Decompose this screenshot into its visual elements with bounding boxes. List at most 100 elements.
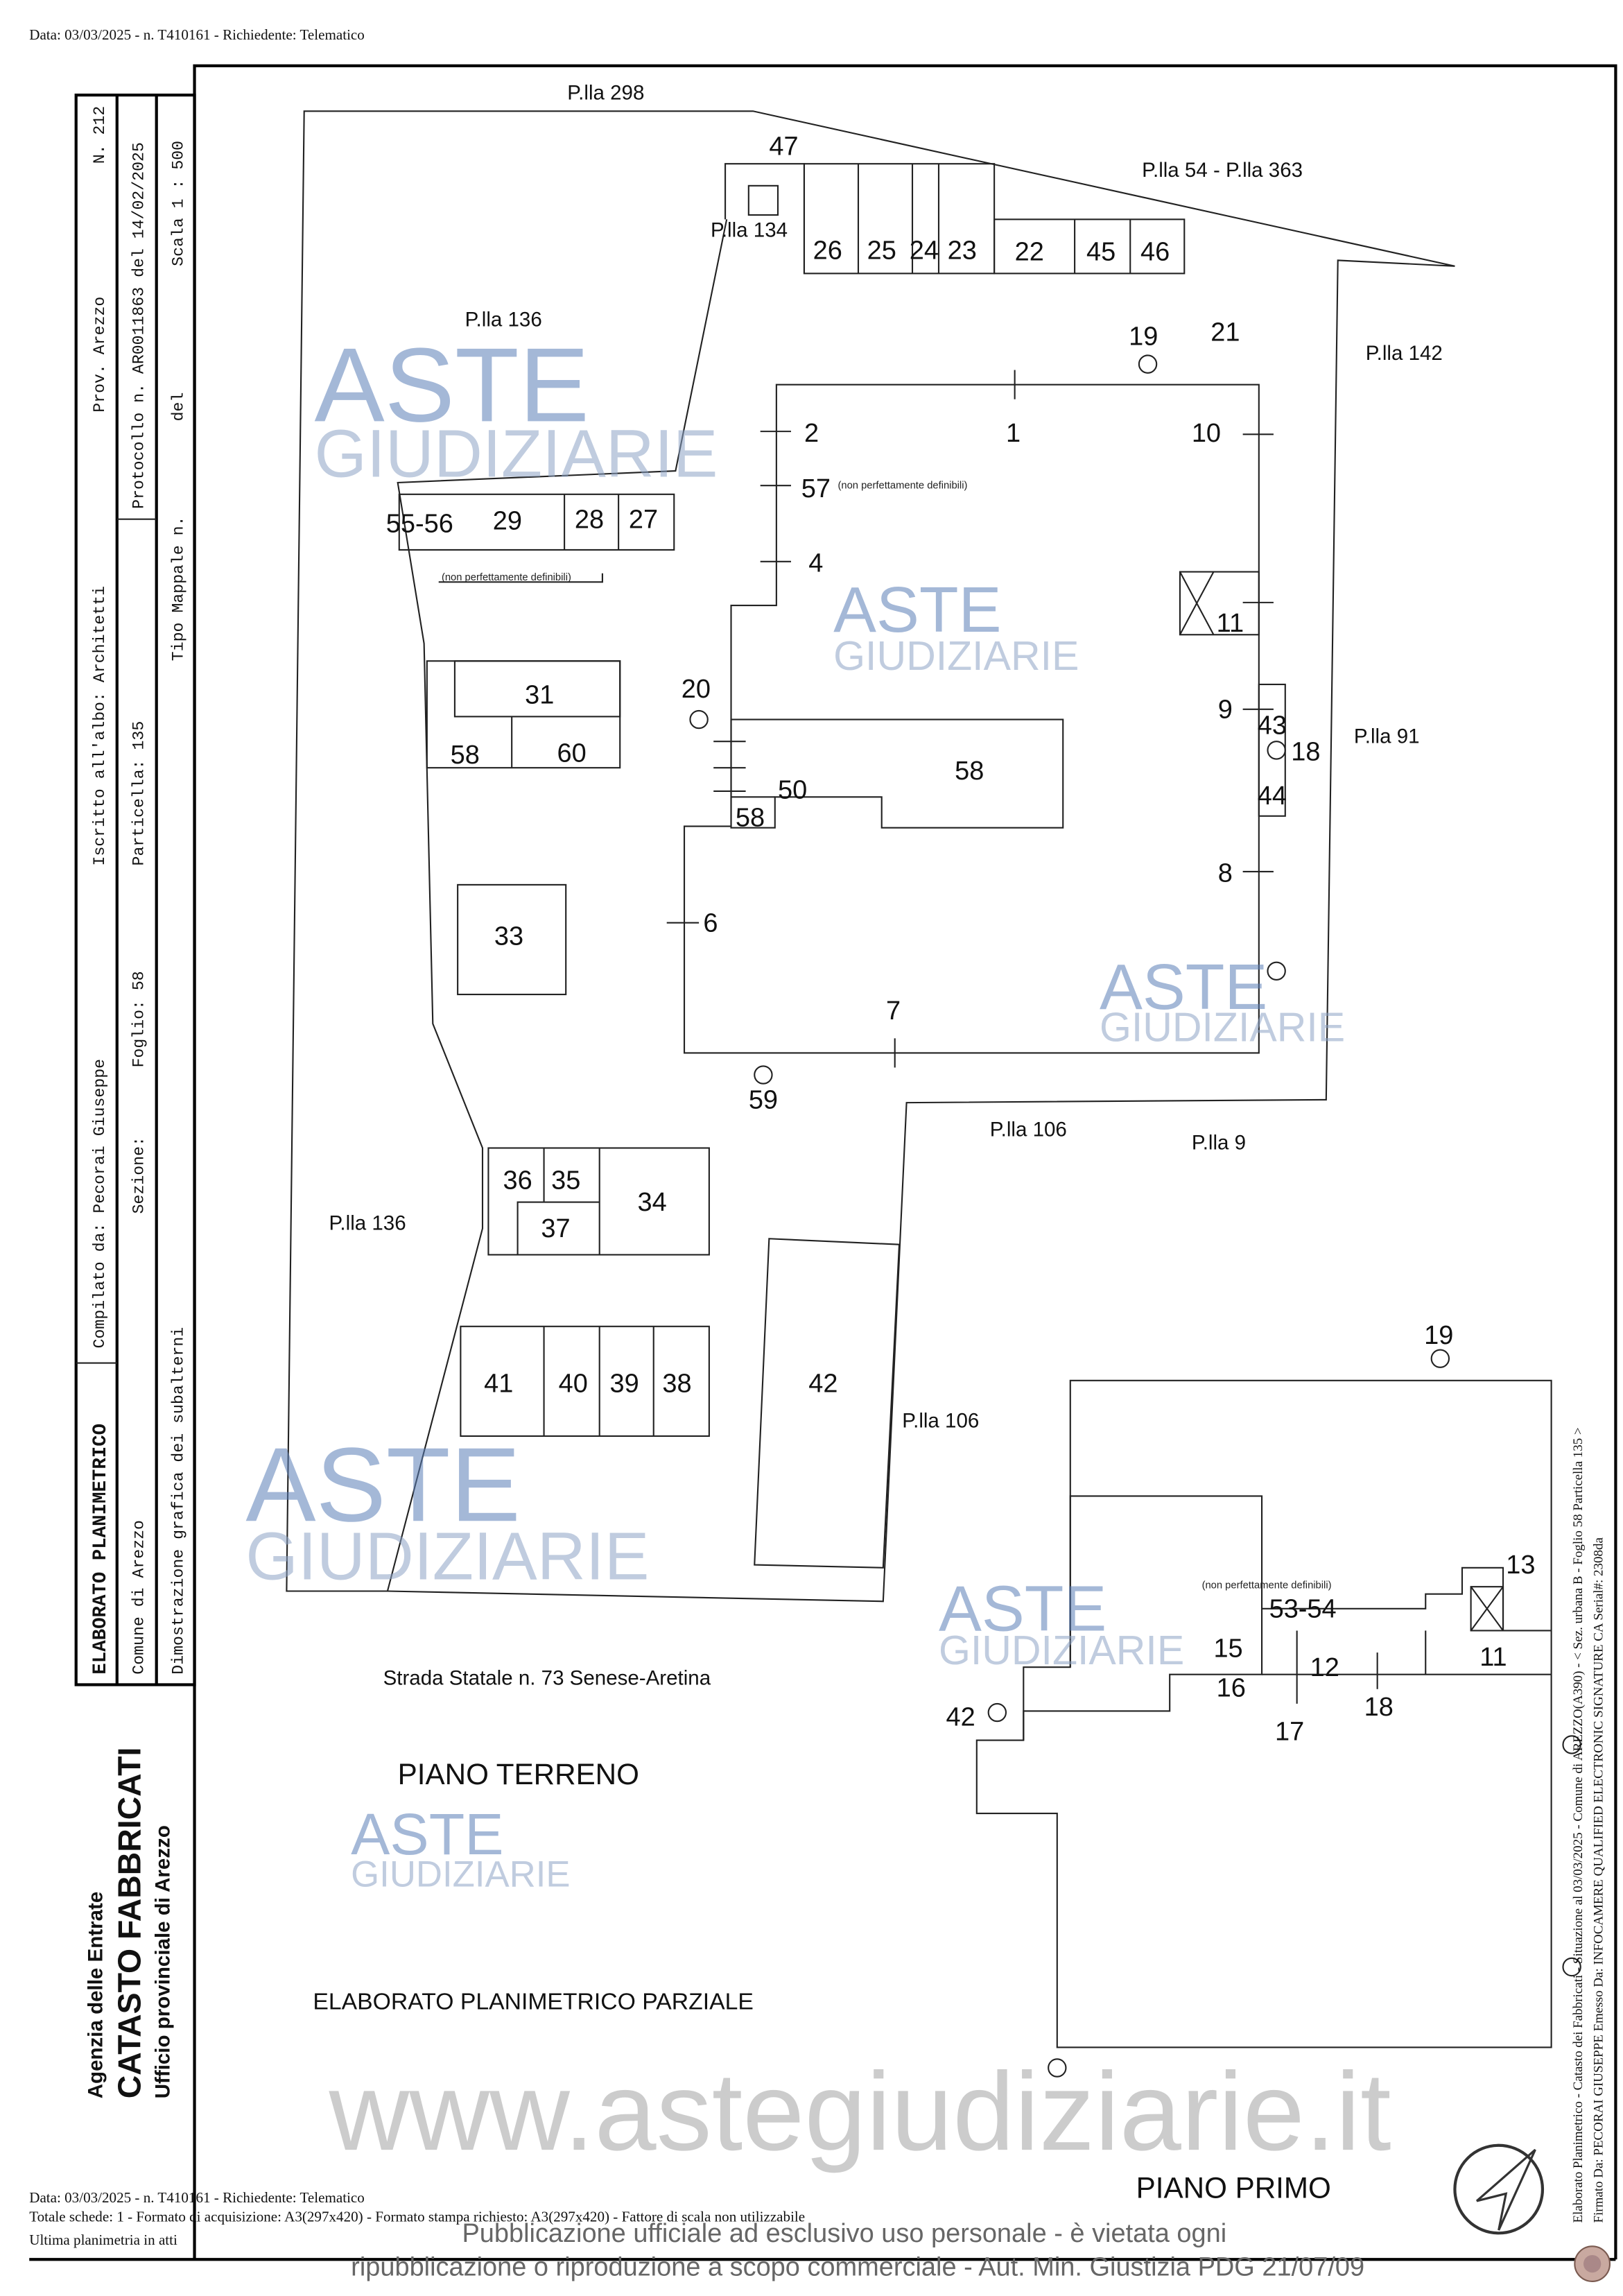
parcel: Particella: 135 bbox=[130, 721, 148, 866]
subalterno-label: 31 bbox=[525, 680, 554, 709]
partial-title: ELABORATO PLANIMETRICO PARZIALE bbox=[313, 1989, 753, 2015]
subalterno-label: 58 bbox=[736, 804, 765, 833]
parcel-106-north: P.lla 106 bbox=[990, 1119, 1067, 1141]
agency-name: Agenzia delle Entrate bbox=[85, 1892, 107, 2099]
agency-office: Ufficio provinciale di Arezzo bbox=[152, 1825, 175, 2098]
subalterno-label: 6 bbox=[703, 908, 718, 938]
subalterno-label: 28 bbox=[575, 505, 604, 534]
subalterno-label: 1 bbox=[1006, 419, 1021, 448]
sheet: Foglio: 58 bbox=[130, 971, 148, 1067]
protocol: Protocollo n. AR0011863 del 14/02/2025 bbox=[130, 142, 148, 509]
agency-dept: CATASTO FABBRICATI bbox=[112, 1747, 148, 2099]
boundary-line bbox=[386, 219, 728, 1591]
first-floor-plan bbox=[975, 1379, 1552, 2048]
map-type: Tipo Mappale n. bbox=[170, 516, 188, 661]
subalterno-label: 36 bbox=[503, 1166, 532, 1196]
subalterno-label: 29 bbox=[493, 506, 522, 535]
subalterno-label: 22 bbox=[1015, 237, 1044, 266]
municipality: Comune di Arezzo bbox=[130, 1520, 148, 1675]
subalterno-label: 43 bbox=[1258, 711, 1287, 741]
parcel-136-south: P.lla 136 bbox=[329, 1212, 406, 1235]
note-not-definable: (non perfettamente definibili) bbox=[442, 572, 571, 583]
subalterno-label: 25 bbox=[867, 236, 896, 265]
notice-line2: ripubblicazione o riproduzione a scopo c… bbox=[351, 2252, 1364, 2281]
subalterno-label: 23 bbox=[948, 236, 977, 265]
subalterno-label: 42 bbox=[946, 1703, 975, 1732]
watermark-logo-text: GIUDIZIARIE bbox=[351, 1854, 570, 1895]
subalterno-label: 59 bbox=[749, 1086, 778, 1115]
map-del: del bbox=[170, 392, 188, 422]
subalterno-label: 42 bbox=[808, 1370, 837, 1399]
parcel-134: P.lla 134 bbox=[711, 219, 788, 242]
watermark-logo-text: GIUDIZIARIE bbox=[939, 1628, 1184, 1673]
subalterno-label: 57 bbox=[801, 474, 831, 503]
subalterno-label: 4 bbox=[808, 549, 823, 578]
watermark-logo-text: ASTE bbox=[245, 1426, 521, 1544]
subalterno-label: 44 bbox=[1258, 782, 1287, 811]
subalterno-label: 39 bbox=[609, 1370, 639, 1399]
subalterno-label: 12 bbox=[1310, 1653, 1339, 1682]
side-note-line2: Firmato Da: PECORAI GIUSEPPE Emesso Da: … bbox=[1591, 1537, 1606, 2223]
subalterno-label: 11 bbox=[1217, 609, 1244, 638]
parcel-54-363: P.lla 54 - P.lla 363 bbox=[1142, 159, 1303, 182]
number: N. 212 bbox=[91, 106, 109, 164]
north-arrow-icon bbox=[1453, 2143, 1545, 2235]
side-note-line1: Elaborato Planimetrico - Catasto dei Fab… bbox=[1571, 1427, 1586, 2222]
title-block: ELABORATO PLANIMETRICO Compilato da: Pec… bbox=[74, 93, 196, 2099]
subalterno-label: 19 bbox=[1424, 1321, 1453, 1350]
watermark-logo: ASTE GIUDIZIARIE ASTE GIUDIZIARIE ASTE G… bbox=[245, 327, 1345, 1894]
subalterno-label: 50 bbox=[778, 775, 807, 804]
watermark-logo-text: GIUDIZIARIE bbox=[314, 416, 718, 492]
watermark-logo-text: ASTE bbox=[351, 1802, 503, 1867]
section: Sezione: bbox=[130, 1137, 148, 1214]
watermark-logo-text: ASTE bbox=[1100, 951, 1267, 1023]
seal-icon bbox=[1574, 2245, 1611, 2282]
subalterno-label: 18 bbox=[1291, 738, 1320, 767]
subalterno-label: 7 bbox=[886, 996, 901, 1026]
header-line: Data: 03/03/2025 - n. T410161 - Richiede… bbox=[29, 26, 365, 43]
subalterno-label: 47 bbox=[769, 132, 798, 162]
watermark-logo-text: GIUDIZIARIE bbox=[1100, 1005, 1345, 1051]
subalterno-label: 19 bbox=[1129, 322, 1158, 352]
subalterno-label: 2 bbox=[804, 419, 819, 448]
footer-line3: Ultima planimetria in atti bbox=[29, 2232, 177, 2248]
footer-line1: Data: 03/03/2025 - n. T410161 - Richiede… bbox=[29, 2189, 365, 2206]
subalterno-label: 60 bbox=[557, 739, 587, 768]
floor-first: PIANO PRIMO bbox=[1136, 2172, 1331, 2204]
utility-meter-icon bbox=[689, 354, 1581, 2078]
parcel-9: P.lla 9 bbox=[1192, 1132, 1246, 1155]
subalterno-label: 55-56 bbox=[386, 510, 453, 539]
subalterno-label: 34 bbox=[638, 1188, 667, 1217]
subalterno-label: 17 bbox=[1275, 1718, 1304, 1747]
subalterni-labels: 47 26 25 24 23 22 45 46 19 21 2 1 10 57 … bbox=[386, 132, 1536, 1747]
parcel-298: P.lla 298 bbox=[567, 81, 644, 104]
parcel-106-south: P.lla 106 bbox=[902, 1409, 979, 1432]
scale: Scala 1 : 500 bbox=[170, 141, 188, 266]
subalterno-label: 16 bbox=[1217, 1673, 1246, 1702]
subalterno-label: 33 bbox=[494, 922, 523, 951]
watermark-logo-text: GIUDIZIARIE bbox=[833, 633, 1079, 679]
parcel-136-north: P.lla 136 bbox=[465, 308, 542, 331]
garages-top bbox=[724, 163, 1186, 275]
subalterno-label: 53-54 bbox=[1269, 1594, 1337, 1623]
subalterno-label: 58 bbox=[451, 741, 480, 770]
subalterno-label: 8 bbox=[1218, 859, 1233, 888]
road-name: Strada Statale n. 73 Senese-Aretina bbox=[383, 1666, 711, 1689]
parcel-142: P.lla 142 bbox=[1366, 342, 1443, 365]
parcel-91: P.lla 91 bbox=[1354, 725, 1420, 748]
subalterno-label: 9 bbox=[1218, 695, 1233, 724]
subalterno-label: 21 bbox=[1210, 318, 1240, 347]
subalterno-label: 40 bbox=[559, 1370, 588, 1399]
floor-ground: PIANO TERRENO bbox=[398, 1758, 639, 1790]
footer-line2: Totale schede: 1 - Formato di acquisizio… bbox=[29, 2208, 805, 2225]
subalterno-label: 37 bbox=[541, 1214, 570, 1243]
garages-west bbox=[398, 493, 901, 1569]
lot-outline bbox=[286, 110, 1455, 1603]
province: Prov. Arezzo bbox=[91, 297, 109, 413]
subalterno-label: 20 bbox=[682, 675, 711, 704]
watermark-logo-text: ASTE bbox=[833, 573, 1001, 646]
subalterno-label: 26 bbox=[813, 236, 842, 265]
note-not-definable: (non perfettamente definibili) bbox=[837, 480, 967, 491]
doc-type: ELABORATO PLANIMETRICO bbox=[90, 1424, 112, 1675]
